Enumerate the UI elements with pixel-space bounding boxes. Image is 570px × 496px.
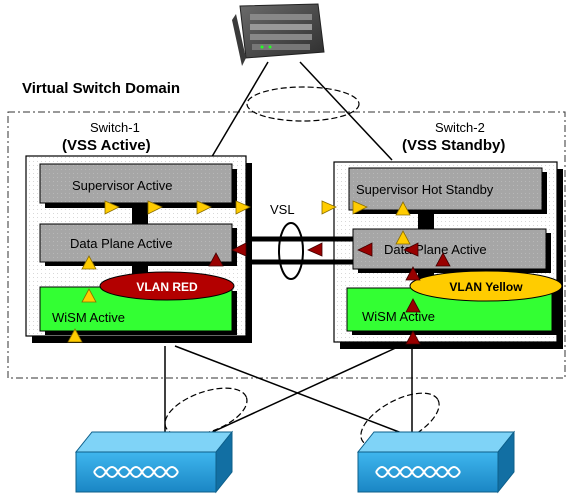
vlan-red-ellipse xyxy=(99,271,235,301)
uplink-etherchannel-oval xyxy=(246,86,360,122)
virtual-switch-domain-border xyxy=(7,111,566,379)
uplink-switch1 xyxy=(209,61,269,161)
uplink-switch2 xyxy=(299,61,393,161)
switch-1-role: (VSS Active) xyxy=(62,137,151,154)
switch-2-role: (VSS Standby) xyxy=(402,137,505,154)
yellow-arrows xyxy=(67,200,411,343)
switch-2-wism-label: WiSM Active xyxy=(362,309,435,324)
vlan-yellow-ellipse xyxy=(409,270,563,302)
core-switch-icon xyxy=(232,3,325,66)
switch-1-supervisor-label: Supervisor Active xyxy=(72,178,172,193)
access-switch-icon xyxy=(74,430,234,494)
switch-2-supervisor-label: Supervisor Hot Standby xyxy=(356,182,494,197)
vsl-link: VSL xyxy=(246,202,353,280)
access-link-3 xyxy=(194,345,401,441)
vlan-yellow-label: VLAN Yellow xyxy=(449,280,523,294)
switch-1-wism-label: WiSM Active xyxy=(52,310,125,325)
access-etherchannel-oval-right xyxy=(360,392,440,448)
switch-2: Switch-2 (VSS Standby) Supervisor Hot St… xyxy=(333,120,563,349)
switch-1-data-plane-label: Data Plane Active xyxy=(70,236,173,251)
switch-2-data-plane-label: Data Plane Active xyxy=(384,242,487,257)
red-arrows xyxy=(208,242,451,345)
vlan-red-label: VLAN RED xyxy=(136,280,198,294)
switch-1-name: Switch-1 xyxy=(90,120,140,135)
switch-1: Switch-1 (VSS Active) Supervisor Active … xyxy=(25,120,252,343)
switch-2-name: Switch-2 xyxy=(435,120,485,135)
access-switch-icon xyxy=(356,430,516,494)
access-etherchannel-oval-left xyxy=(164,387,248,437)
vsl-label: VSL xyxy=(270,202,295,217)
domain-label: Virtual Switch Domain xyxy=(22,80,180,97)
